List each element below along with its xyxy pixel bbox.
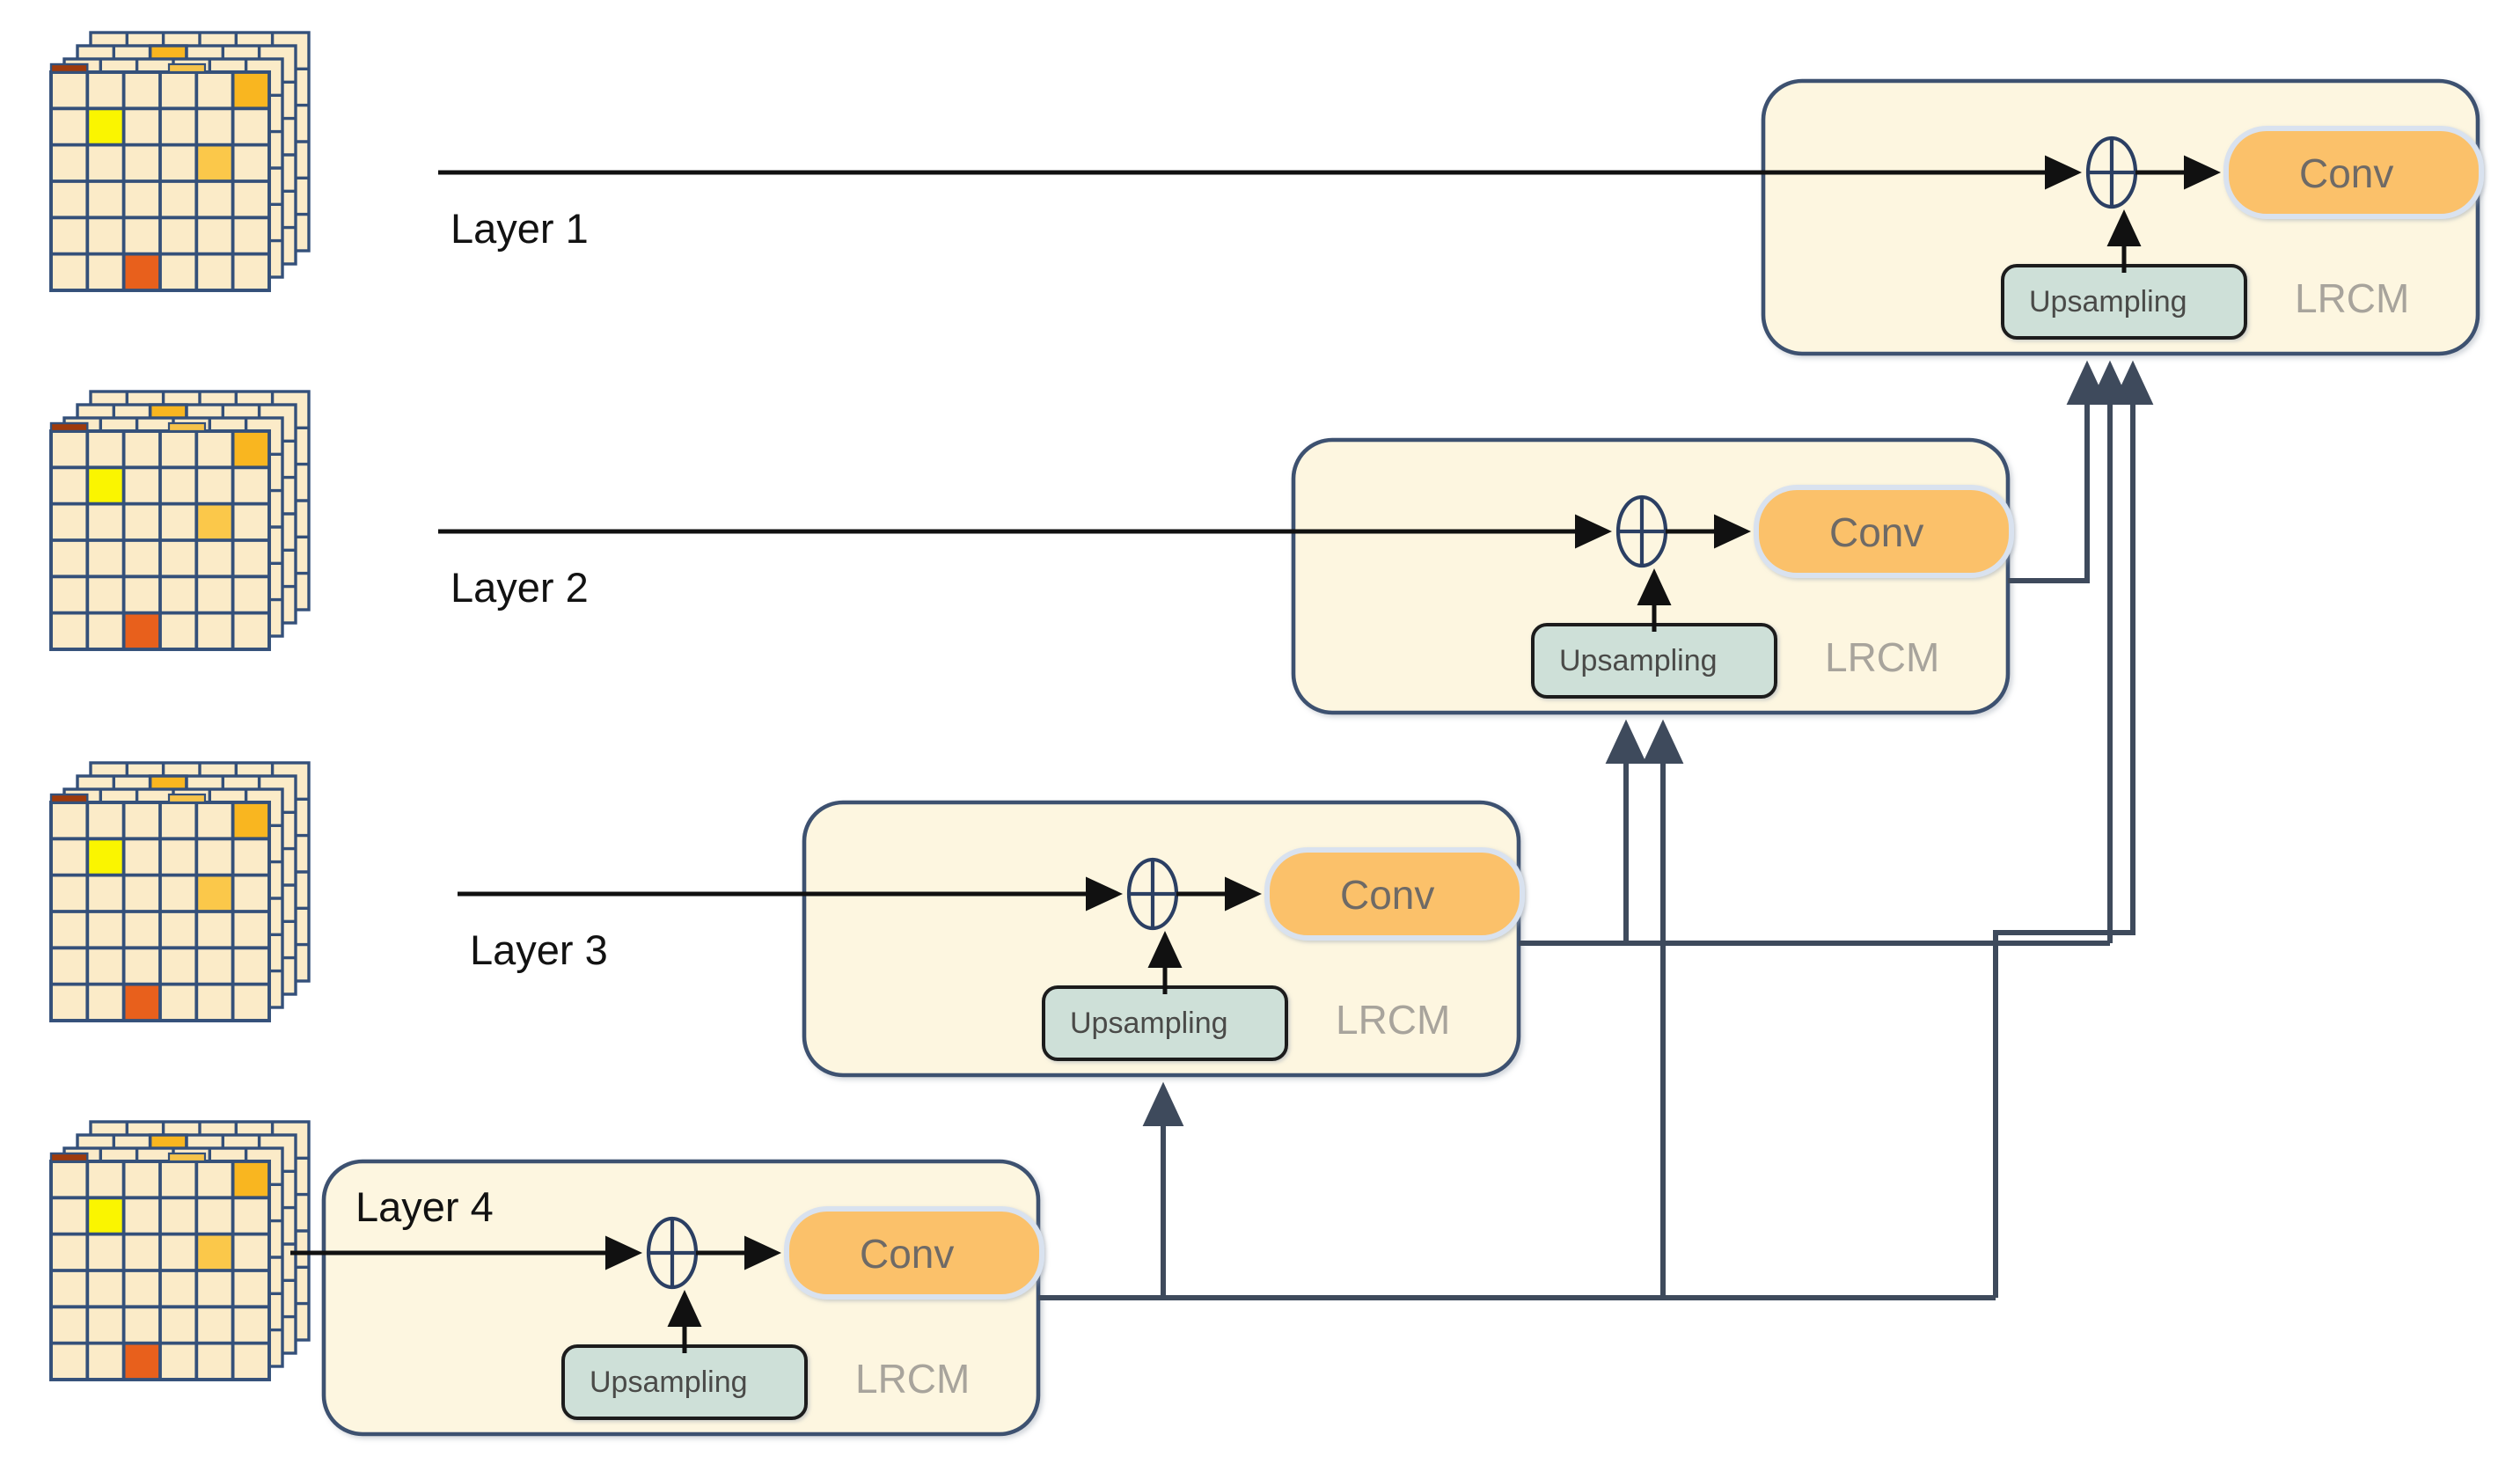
upsampling-label-4: Upsampling [590,1366,748,1399]
routing-from-lrcm3 [1519,360,2131,946]
conv-label-2: Conv [1829,509,1924,555]
upsampling-label-1: Upsampling [2029,285,2187,318]
sum-node-3 [1129,860,1176,928]
feature-map-stack-layer1 [49,31,311,292]
layer-label-3: Layer 3 [470,926,608,973]
layer-label-1: Layer 1 [451,205,589,252]
feature-map-stack-layer2 [49,390,311,651]
routing-from-lrcm4 [1038,360,2154,1300]
layer-label-4: Layer 4 [355,1183,494,1230]
layer-label-2: Layer 2 [451,564,589,611]
conv-label-3: Conv [1340,872,1435,918]
conv-label-4: Conv [860,1231,955,1277]
upsampling-label-2: Upsampling [1559,644,1718,677]
feature-map-stack-layer4 [49,1120,311,1381]
upsampling-label-3: Upsampling [1070,1007,1228,1040]
conv-box-3[interactable] [1264,847,1525,941]
lrcm-label-3: LRCM [1336,997,1451,1043]
conv-box-2[interactable] [1754,485,2014,578]
lrcm-label-4: LRCM [855,1356,971,1402]
lrcm-label-1: LRCM [2295,275,2410,321]
lrcm-label-2: LRCM [1825,634,1940,680]
feature-map-stack-layer3 [49,761,311,1022]
sum-node-4 [648,1219,696,1287]
sum-node-2 [1618,497,1666,566]
sum-node-1 [2088,138,2135,207]
conv-box-4[interactable] [784,1206,1044,1300]
conv-box-1[interactable] [2223,126,2484,219]
routing-from-lrcm2 [2008,360,2108,583]
conv-label-1: Conv [2299,150,2394,196]
